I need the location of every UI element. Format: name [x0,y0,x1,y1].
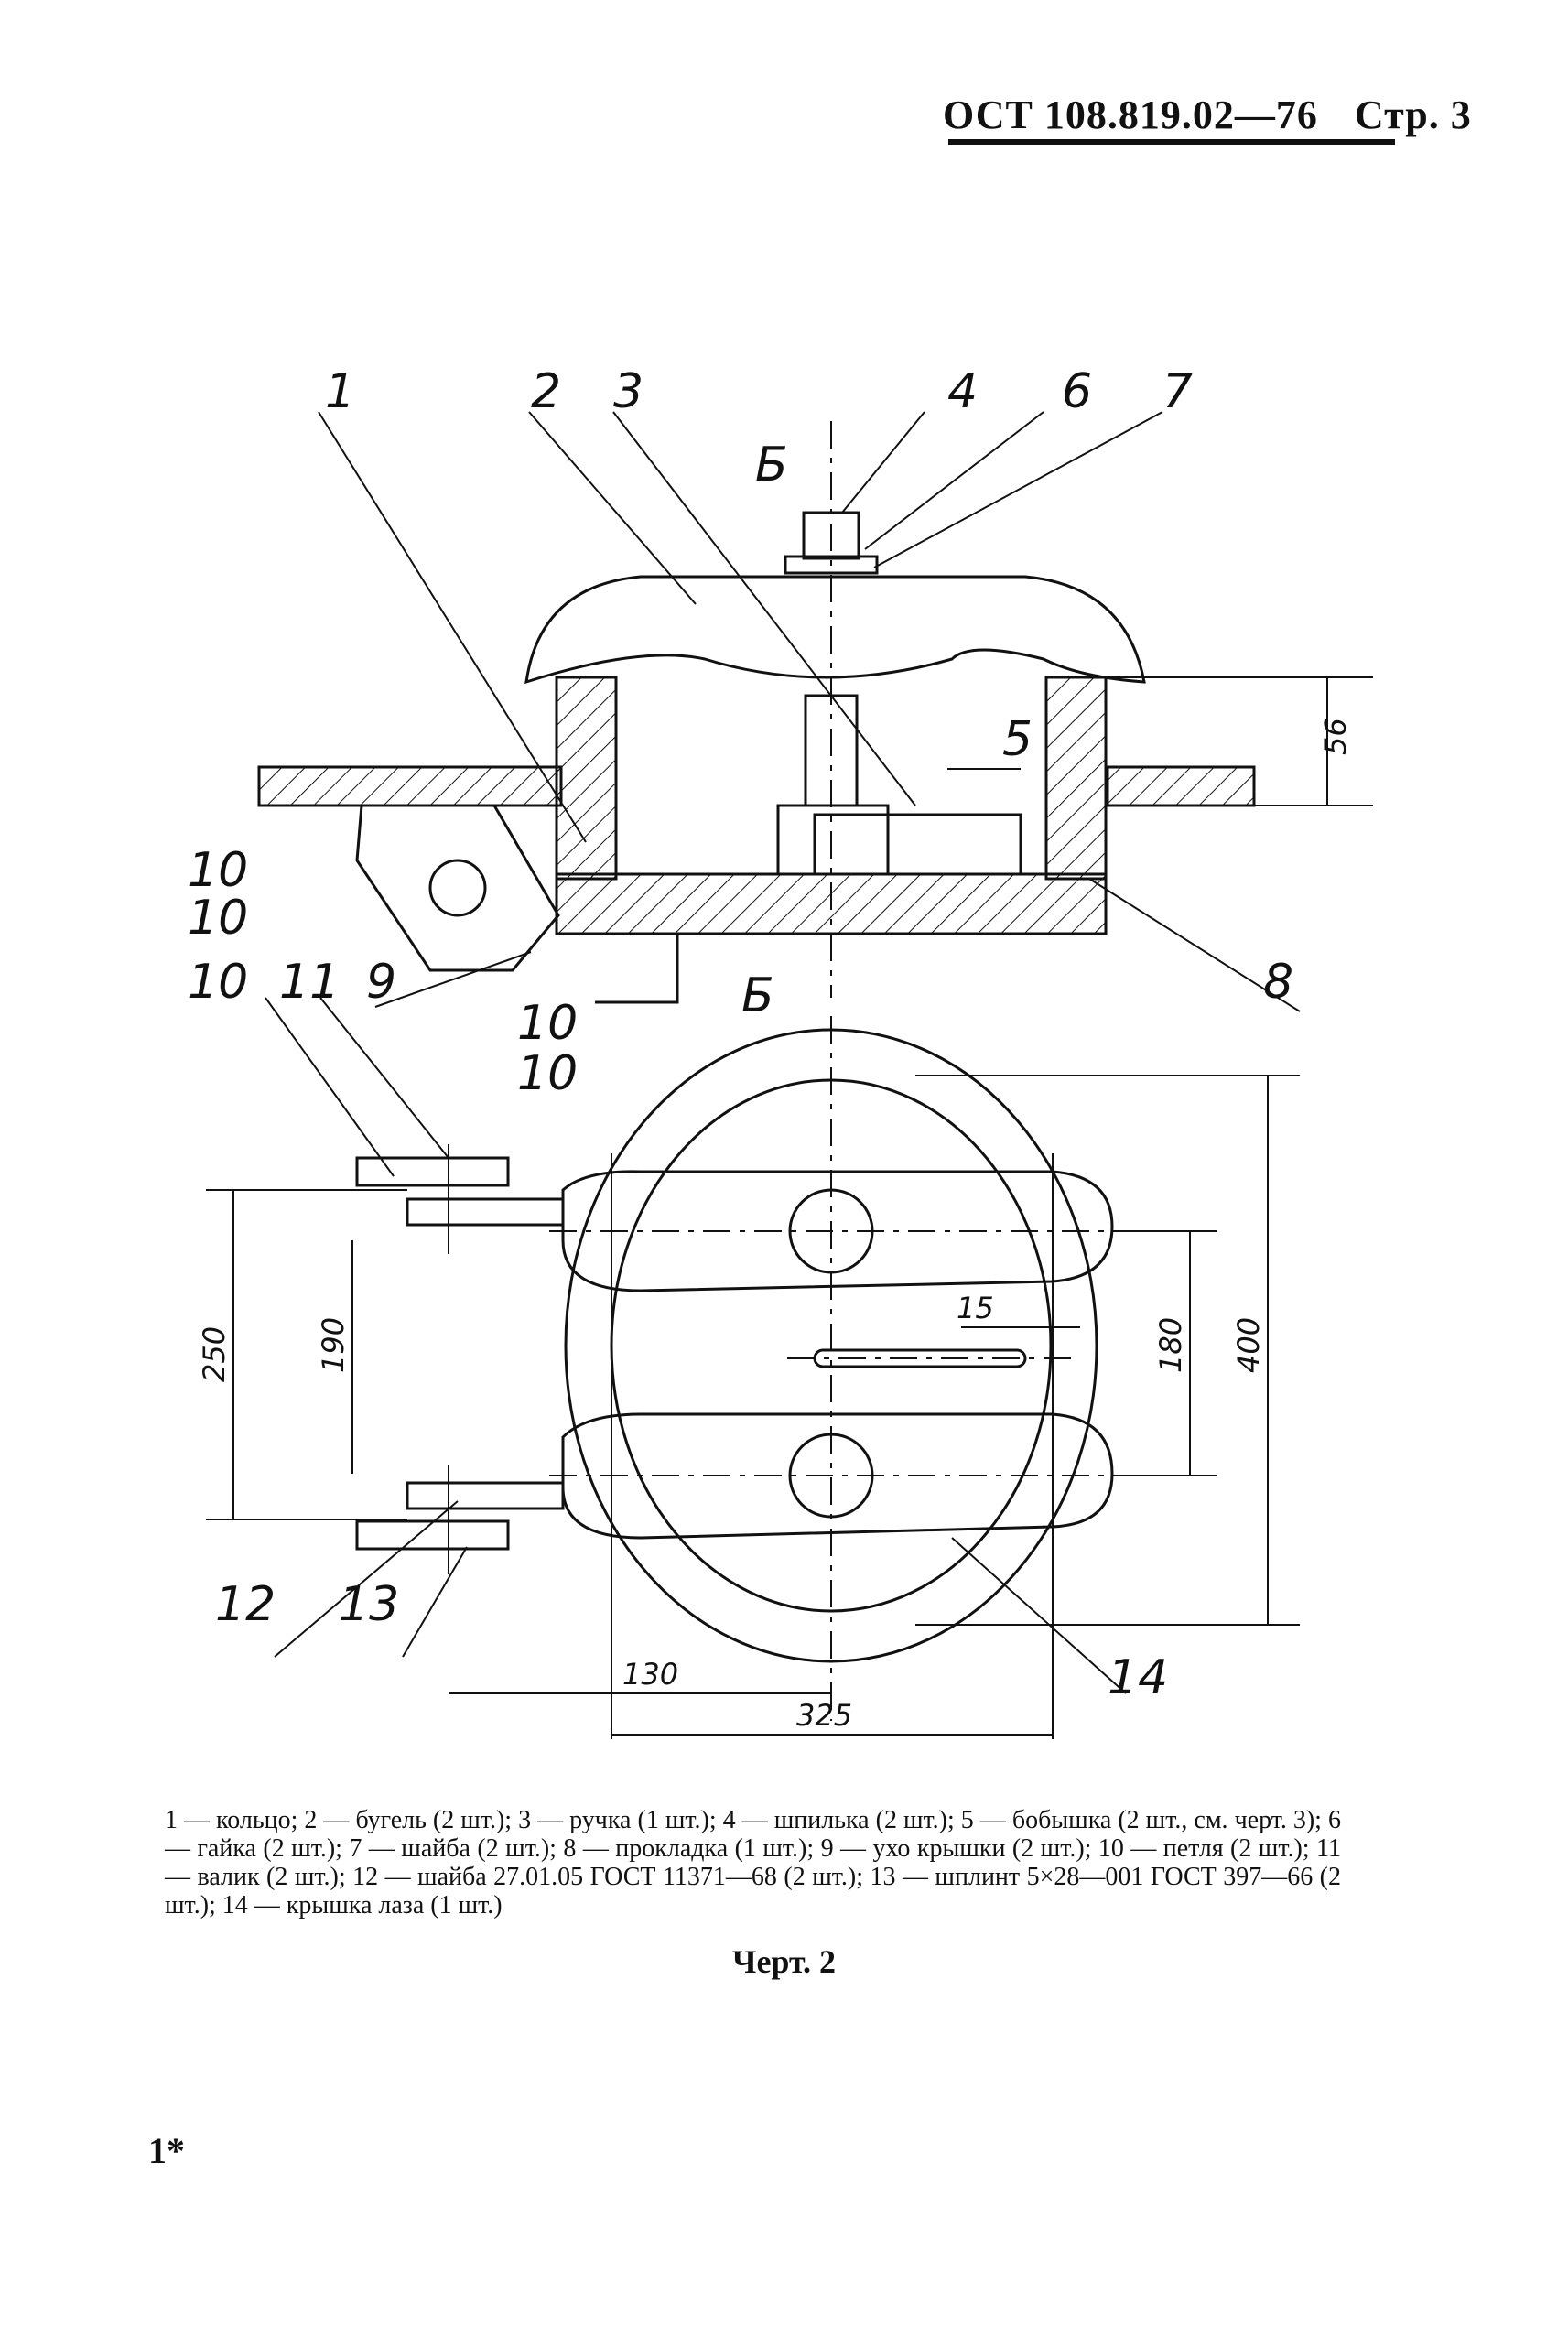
hinge-plan-top-a [355,1156,510,1187]
label-13: 13 [339,1577,399,1632]
label-12: 12 [215,1577,276,1632]
technical-drawing: 1 2 3 4 6 7 5 8 9 10 11 12 13 14 Б Б 10 … [188,364,1373,1739]
label-4: 4 [947,364,978,419]
label-8: 8 [1263,955,1293,1010]
yoke [524,575,1146,685]
roller [428,859,487,917]
dim-15: 15 [957,1291,994,1325]
weld-mark-3: 10 [517,996,578,1051]
deck-plate-left [257,765,563,807]
handle [813,813,1022,874]
label-14: 14 [1108,1650,1168,1705]
hinge-plan-top-b [406,1197,565,1227]
cover-ear [595,932,679,1004]
standard-number: ОСТ 108.819.02—76 [943,92,1318,137]
hinge-plan-bottom-b [355,1519,510,1551]
label-11: 11 [279,955,340,1010]
yoke-plan-top [561,1170,1114,1292]
deck-plate-right [1106,765,1256,807]
dim-56: 56 [1318,718,1353,755]
label-1: 1 [325,364,355,419]
hinge-ear [355,804,560,972]
label-3: 3 [613,364,643,419]
yoke-plan-bottom [561,1412,1114,1540]
dim-130: 130 [622,1657,678,1692]
ring-right [1044,676,1108,881]
dim-190: 190 [316,1317,351,1373]
label-2: 2 [531,364,561,419]
dim-250: 250 [197,1326,232,1382]
dim-400: 400 [1231,1317,1266,1373]
page-number: Стр. 3 [1354,92,1472,137]
label-9: 9 [366,955,396,1010]
dim-180: 180 [1153,1317,1188,1373]
weld-mark-4: 10 [517,1046,578,1101]
figure-title: Черт. 2 [732,1943,836,1980]
label-5: 5 [1002,712,1033,767]
washer [784,555,879,575]
boss [776,804,890,876]
hinge-plan-bottom-a [406,1481,565,1510]
weld-mark-2: 10 [188,891,248,946]
label-7: 7 [1162,364,1193,419]
section-mark-top: Б [755,438,788,492]
label-10: 10 [188,955,248,1010]
page-header: ОСТ 108.819.02—76 Стр. 3 [943,92,1498,138]
ring-left [555,676,618,881]
parts-legend: 1 — кольцо; 2 — бугель (2 шт.); 3 — ручк… [165,1806,1341,1919]
header-rule [948,139,1395,145]
section-mark-bottom: Б [741,968,774,1023]
label-6: 6 [1062,364,1092,419]
signature-mark: 1* [148,2130,185,2171]
legend-text: 1 — кольцо; 2 — бугель (2 шт.); 3 — ручк… [165,1806,1341,1919]
weld-mark-1: 10 [188,843,248,898]
dim-325: 325 [796,1698,852,1733]
